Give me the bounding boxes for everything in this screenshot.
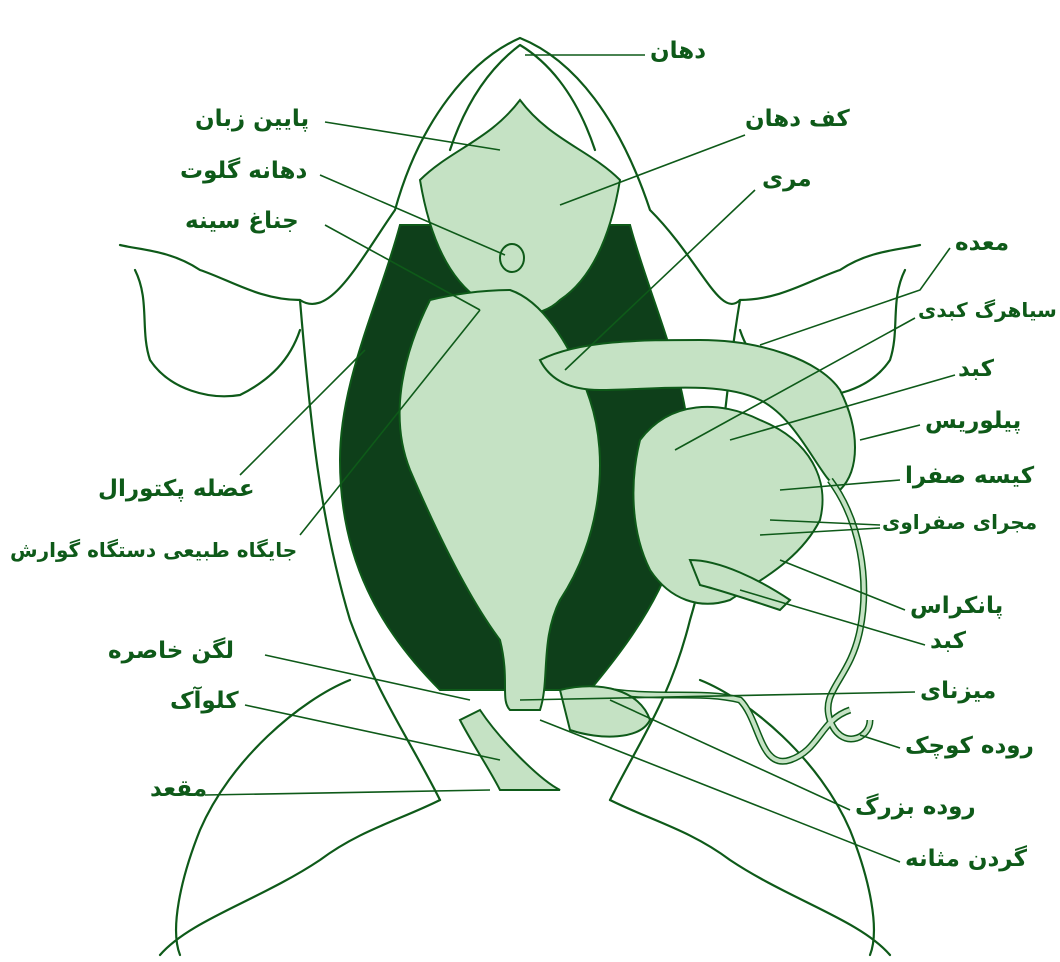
- leader-anus: [205, 790, 490, 795]
- label-cloaca: کلوآک: [170, 690, 239, 713]
- leader-large-intestine: [610, 700, 850, 810]
- leader-small-intestine: [860, 735, 900, 748]
- label-glottis: دهانه گلوت: [180, 160, 307, 183]
- label-mesentery: میزنای: [920, 680, 996, 703]
- label-liver-top: کبد: [958, 358, 994, 381]
- label-pylorus: پیلوریس: [925, 410, 1021, 433]
- label-bladder-neck: گردن مثانه: [905, 848, 1027, 871]
- label-digestive-site: جایگاه طبیعی دستگاه گوارش: [10, 540, 297, 560]
- label-liver-bottom: کبد: [930, 630, 966, 653]
- label-esophagus: مری: [762, 168, 812, 191]
- label-sternum: جناغ سینه: [185, 210, 299, 233]
- leader-liver-bottom: [740, 590, 925, 645]
- label-stomach: معده: [955, 232, 1009, 255]
- label-pelvic-girdle: لگن خاصره: [108, 640, 234, 663]
- label-gall-bladder: کیسه صفرا: [905, 465, 1034, 488]
- label-pectoral-muscle: عضله پکتورال: [98, 478, 255, 501]
- label-anus: مقعد: [150, 778, 207, 801]
- leader-cloaca: [245, 705, 500, 760]
- label-hepatic-vein: سیاهرگ کبدی: [918, 300, 1057, 320]
- label-pancreas: پانکراس: [910, 595, 1003, 618]
- label-mouth: دهان: [650, 40, 706, 63]
- label-small-intestine: روده کوچک: [905, 735, 1034, 758]
- label-mouth-floor: کف دهان: [745, 108, 850, 131]
- left-forelimb: [120, 245, 300, 396]
- label-bile-ducts: مجرای صفراوی: [882, 512, 1037, 532]
- glottis-opening: [500, 244, 524, 272]
- label-tongue-base: پایین زبان: [195, 108, 309, 131]
- leader-pancreas: [780, 560, 905, 610]
- leader-pylorus: [860, 425, 920, 440]
- leader-tongue-base: [325, 122, 500, 150]
- label-large-intestine: روده بزرگ: [855, 796, 976, 819]
